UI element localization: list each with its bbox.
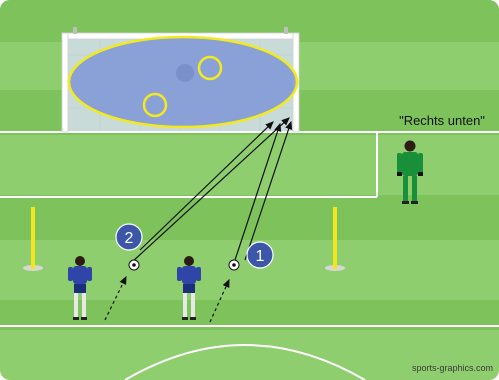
marker-2-label: 2 bbox=[125, 230, 134, 247]
goal-anchor-right bbox=[284, 27, 288, 34]
soccer-player-icon bbox=[68, 256, 92, 320]
marker-1-label: 1 bbox=[256, 248, 265, 265]
marker-pole-icon bbox=[325, 207, 345, 271]
shot-path-2-a bbox=[139, 121, 274, 251]
soccer-player-icon bbox=[177, 256, 201, 320]
shot-path-1-a bbox=[234, 122, 282, 261]
marker-2: 2 bbox=[115, 223, 143, 251]
target-ellipse bbox=[67, 35, 299, 129]
shot-path-2-b bbox=[131, 117, 290, 263]
net-logo bbox=[176, 64, 194, 82]
credit-text: sports-graphics.com bbox=[412, 363, 493, 373]
shot-path-1-b bbox=[244, 120, 293, 261]
shot-paths bbox=[104, 117, 293, 323]
penalty-arc bbox=[124, 343, 366, 380]
goal-anchor-left bbox=[73, 27, 77, 34]
soccer-ball-icon bbox=[128, 259, 140, 271]
run-path-right bbox=[209, 278, 230, 323]
goalkeeper-icon bbox=[397, 140, 423, 204]
target-zone bbox=[67, 35, 299, 129]
marker-1: 1 bbox=[246, 241, 274, 269]
target-circle-upper bbox=[197, 55, 223, 81]
field-lines bbox=[0, 131, 499, 380]
soccer-ball-icon bbox=[228, 259, 240, 271]
target-circle-lower bbox=[142, 92, 168, 118]
keeper-call-text: "Rechts unten" bbox=[399, 113, 485, 128]
marker-pole-icon bbox=[23, 207, 43, 271]
goal-post-left bbox=[61, 32, 69, 133]
run-path-left bbox=[104, 275, 127, 321]
